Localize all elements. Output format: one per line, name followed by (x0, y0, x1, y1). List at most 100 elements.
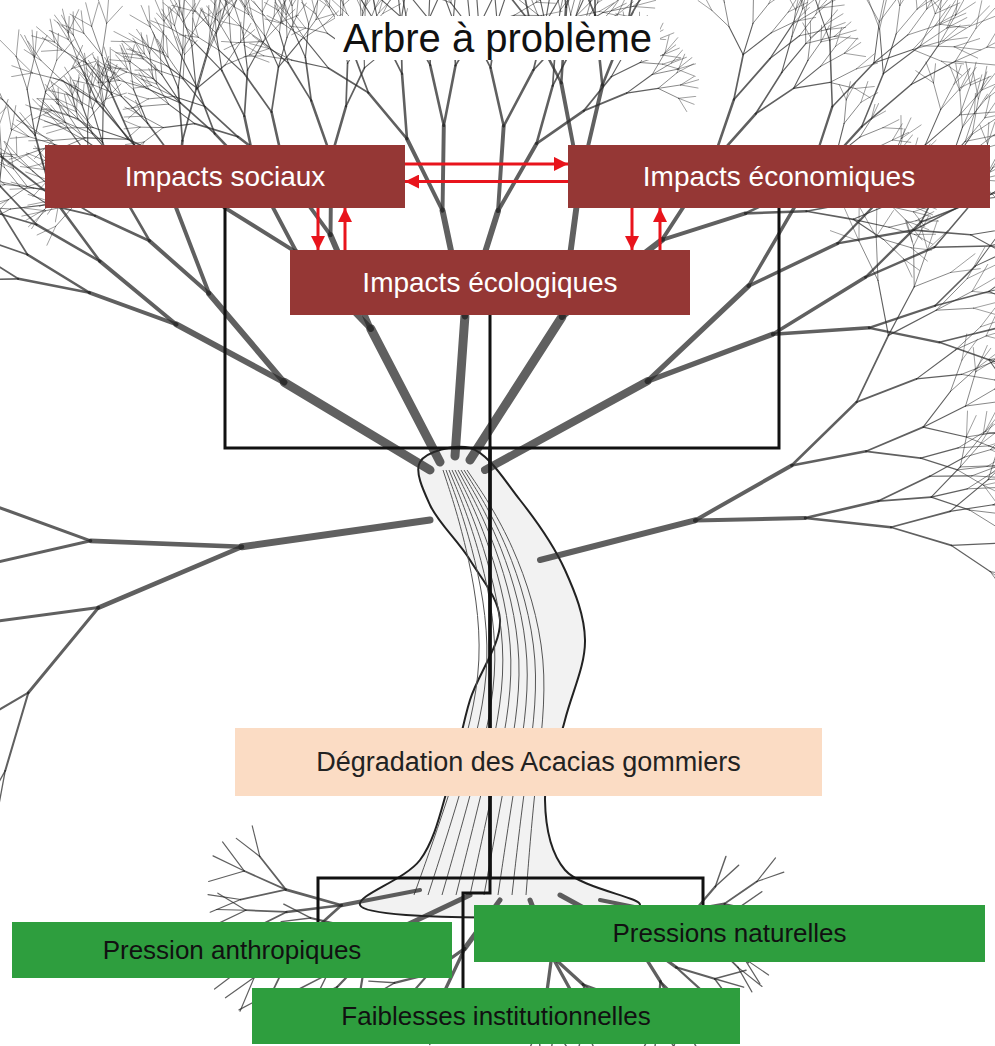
tree-branch (47, 128, 66, 133)
tree-branch (986, 82, 995, 99)
tree-branch (142, 116, 163, 127)
tree-branch (279, 11, 293, 30)
tree-branch (107, 0, 109, 23)
tree-branch (182, 15, 192, 46)
tree-branch (938, 26, 969, 45)
tree-branch (677, 69, 695, 76)
tree-branch (716, 0, 724, 2)
tree-branch (260, 856, 286, 889)
tree-branch (185, 27, 198, 37)
tree-branch (658, 85, 681, 88)
tree-branch (962, 334, 967, 360)
tree-branch (966, 401, 995, 406)
tree-branch (124, 116, 142, 118)
tree-branch (800, 30, 827, 36)
tree-branch (987, 35, 995, 47)
tree-branch (67, 115, 93, 128)
tree-branch (175, 26, 183, 51)
bark-line (455, 470, 511, 895)
link-line (490, 796, 703, 905)
tree-branch (428, 0, 451, 3)
tree-branch (51, 31, 62, 51)
tree-branch (10, 137, 28, 139)
tree-branch (205, 107, 238, 137)
tree-branch (917, 0, 936, 9)
tree-branch (168, 57, 183, 79)
tree-branch (931, 467, 960, 497)
tree-branch (498, 144, 537, 211)
tree-branch (576, 0, 594, 17)
tree-branch (811, 27, 824, 38)
cause-box: Pressions naturelles (474, 905, 985, 962)
tree-branch (8, 154, 28, 164)
node-text: Pressions naturelles (612, 918, 846, 949)
tree-branch (704, 0, 712, 10)
tree-branch (862, 74, 884, 127)
tree-branch (770, 24, 793, 59)
tree-branch (947, 5, 957, 28)
tree-branch (993, 486, 995, 504)
tree-branch (734, 59, 770, 100)
tree-branch (84, 53, 87, 76)
tree-branch (756, 73, 782, 114)
tree-branch (91, 541, 242, 547)
tree-branch (913, 50, 942, 62)
tree-branch (987, 47, 995, 49)
tree-branch (29, 140, 53, 141)
tree-branch (805, 518, 891, 527)
tree-branch (865, 247, 934, 277)
tree-branch (679, 96, 696, 98)
tree-branch (283, 24, 304, 39)
tree-branch (958, 470, 984, 485)
tree-branch (176, 207, 209, 294)
tree-branch (988, 477, 995, 480)
tree-branch (960, 90, 982, 115)
tree-branch (201, 10, 218, 20)
tree-branch (11, 182, 33, 188)
tree-branch (369, 981, 395, 983)
tree-branch (26, 105, 46, 112)
tree-branch (100, 77, 104, 106)
tree-branch (166, 36, 168, 57)
tree-branch (0, 99, 8, 124)
tree-branch (986, 329, 995, 336)
tree-branch (16, 30, 19, 57)
tree-branch (90, 293, 177, 325)
tree-branch (681, 76, 694, 84)
tree-branch (221, 41, 238, 42)
tree-branch (695, 465, 792, 520)
tree-branch (931, 497, 969, 510)
tree-branch (264, 36, 278, 68)
tree-branch (107, 72, 126, 81)
impact-box: Impacts sociaux (45, 145, 405, 208)
tree-branch (985, 113, 995, 118)
tree-branch (209, 25, 220, 50)
tree-branch (893, 0, 899, 5)
influence-arrow (631, 208, 634, 250)
tree-branch (908, 9, 927, 35)
tree-branch (292, 0, 302, 6)
influence-arrow (317, 208, 320, 250)
tree-branch (167, 0, 179, 16)
tree-branch (866, 451, 921, 458)
tree-branch (128, 127, 140, 138)
tree-branch (121, 96, 147, 123)
tree-branch (844, 53, 865, 56)
tree-branch (254, 1, 265, 15)
tree-branch (319, 0, 329, 7)
tree-branch (286, 890, 342, 906)
tree-branch (0, 279, 18, 280)
tree-branch (149, 89, 169, 104)
tree-branch (10, 188, 33, 189)
tree-branch (0, 209, 10, 222)
tree-branch (70, 14, 92, 26)
tree-branch (916, 71, 934, 83)
tree-branch (192, 0, 193, 14)
tree-branch (974, 93, 975, 113)
tree-branch (62, 50, 87, 63)
influence-arrow (405, 180, 568, 183)
tree-branch (679, 98, 687, 111)
tree-branch (185, 40, 197, 54)
tree-branch (529, 0, 538, 15)
tree-branch (792, 451, 867, 465)
